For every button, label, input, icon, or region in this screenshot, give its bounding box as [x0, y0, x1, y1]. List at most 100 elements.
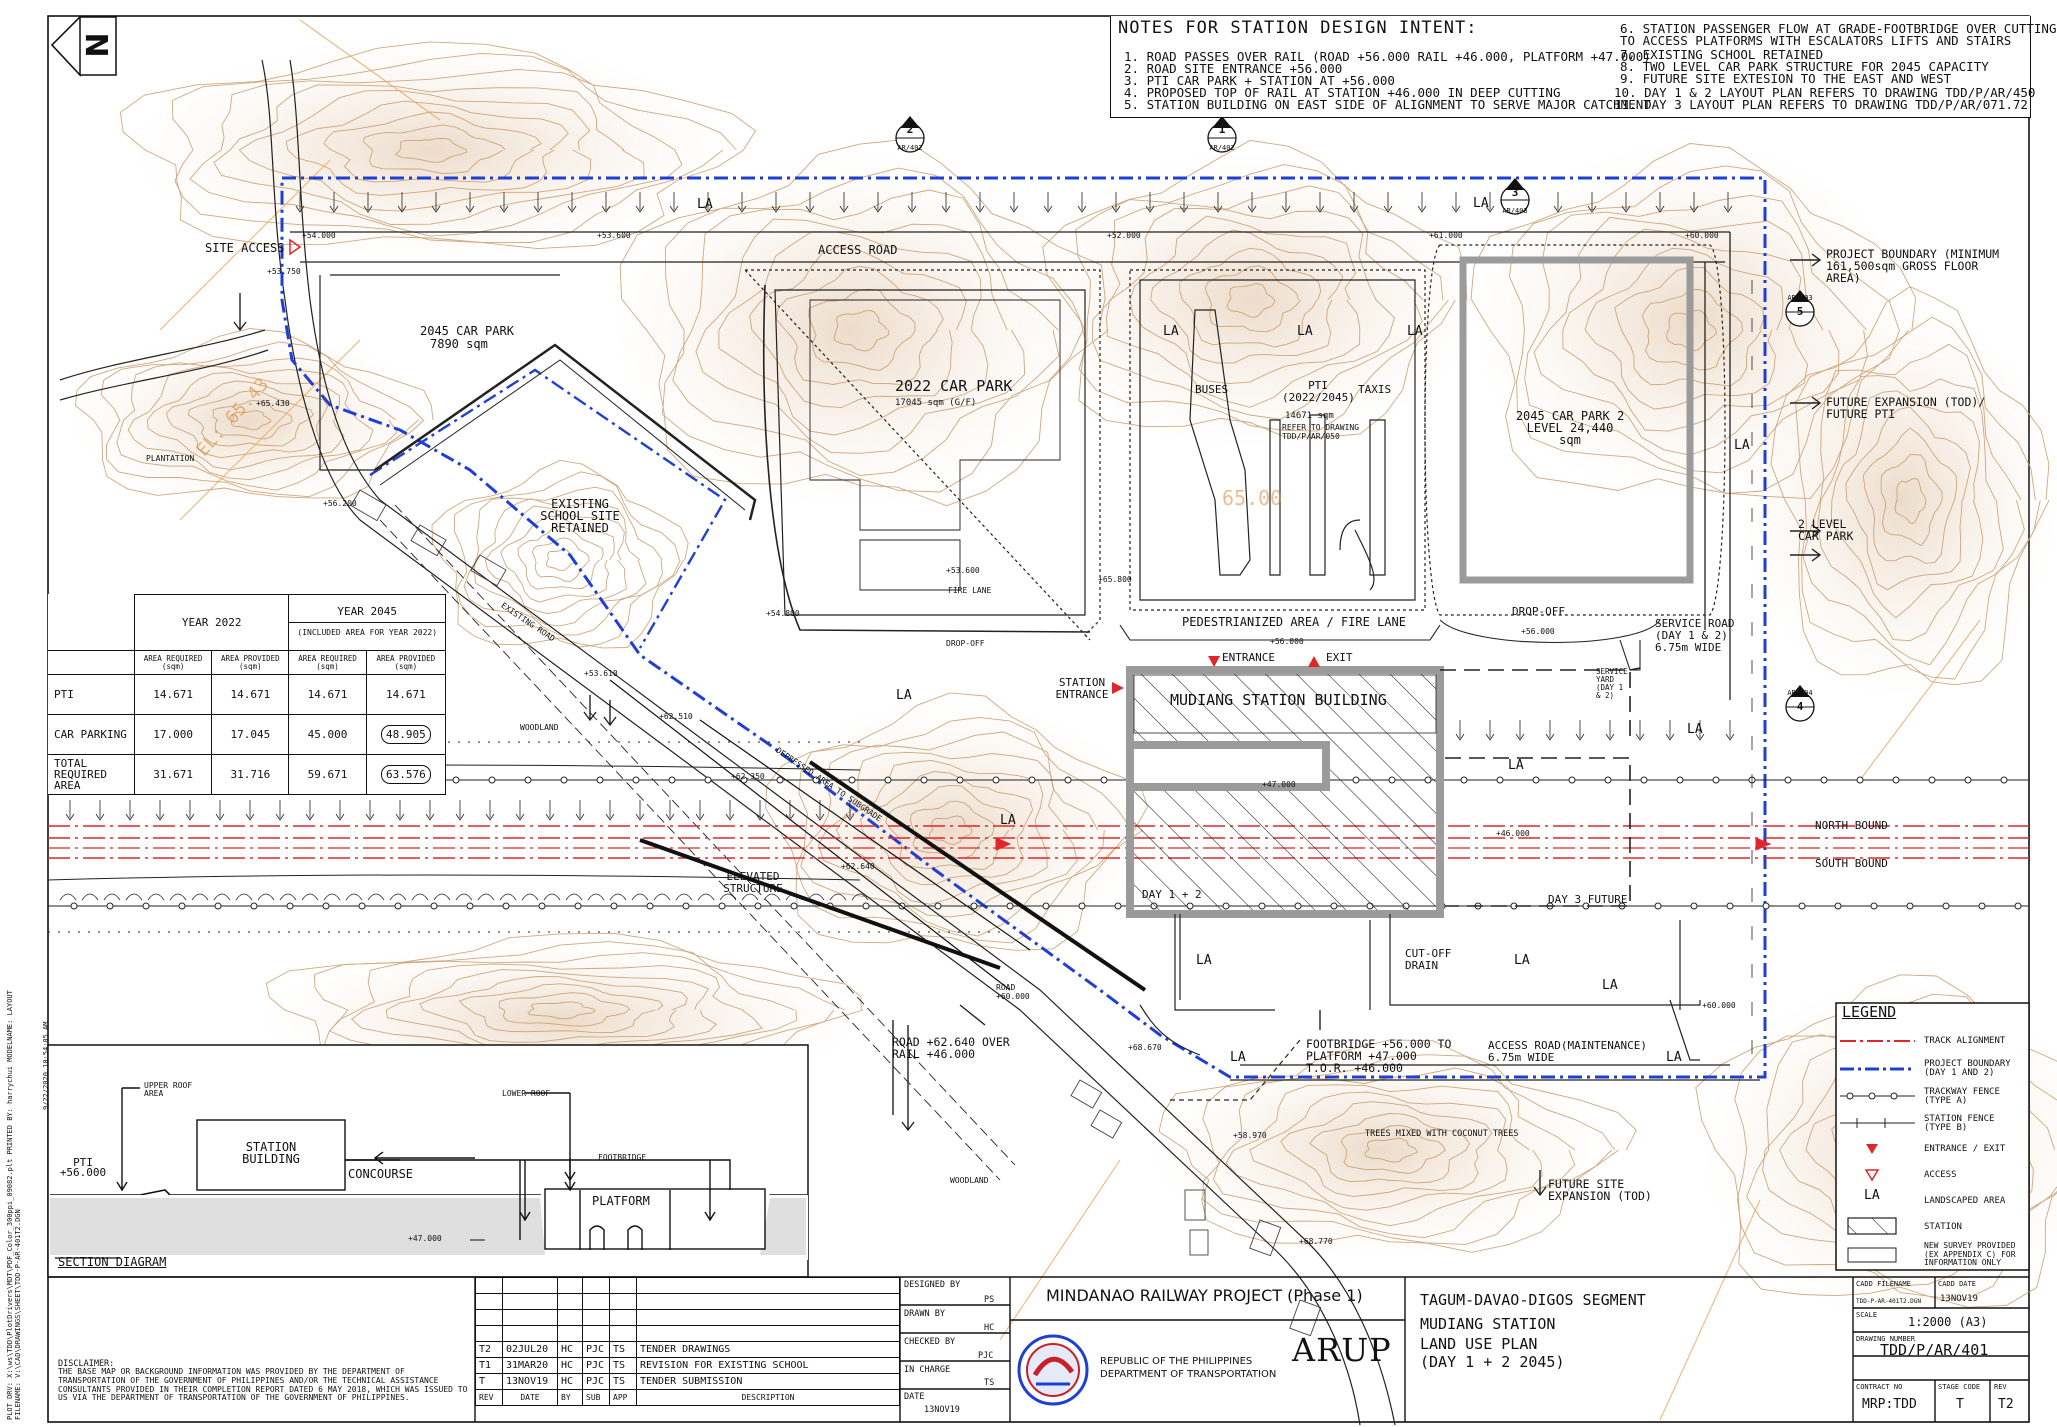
section-callouts [895, 116, 1815, 722]
spot-level: +56.000 [1270, 637, 1304, 646]
la-label: LA [1734, 438, 1750, 453]
rev-cell: T1 [475, 1357, 503, 1374]
note-item: 6. STATION PASSENGER FLOW AT GRADE-FOOTB… [1620, 21, 2057, 36]
access-road-label: ACCESS ROAD [818, 243, 898, 257]
table-row: CAR PARKING 17.000 17.045 45.000 48.905 [48, 714, 447, 755]
existing-school-label: EXISTING SCHOOL SITE RETAINED [540, 497, 620, 535]
buses-label: BUSES [1195, 383, 1229, 396]
day3-footprint [1440, 667, 1641, 907]
legend-item-label: PROJECT BOUNDARY (DAY 1 AND 2) [1924, 1059, 2011, 1078]
table-row [475, 1293, 900, 1310]
la-label: LA [1473, 196, 1489, 211]
track-alignment [48, 825, 2029, 859]
la-label: LA [1297, 324, 1313, 339]
entrance-label: ENTRANCE [1222, 651, 1275, 664]
by-cell: HC [557, 1373, 583, 1390]
note-item: 10. DAY 1 & 2 LAYOUT PLAN REFERS TO DRAW… [1614, 85, 2036, 100]
by-cell: HC [557, 1341, 583, 1358]
la-label: LA [1196, 953, 1212, 968]
scale-label: SCALE [1856, 1311, 1878, 1319]
entrance-markers [1112, 656, 1320, 694]
plan-name: LAND USE PLAN [1420, 1335, 1538, 1353]
stage-code-label: STAGE CODE [1938, 1383, 1981, 1391]
car-park-2045-west [319, 274, 757, 521]
app-cell: TS [609, 1341, 637, 1358]
legend-title: LEGEND [1842, 1003, 1897, 1021]
cell-value: 45.000 [288, 714, 367, 755]
revision-cloud-value: 48.905 [380, 725, 431, 744]
in-charge-label: IN CHARGE [904, 1365, 951, 1375]
pti-ref: REFER TO DRAWING TDD/P/AR/050 [1282, 423, 1360, 441]
project-boundary [280, 176, 1767, 1079]
desc-cell: TENDER DRAWINGS [636, 1341, 900, 1358]
app-cell: TS [609, 1357, 637, 1374]
la-label: LA [1687, 722, 1703, 737]
section-diagram-graphic [47, 1044, 809, 1278]
callout-ref: AR/402 [1209, 144, 1235, 152]
pedestrianized-label: PEDESTRIANIZED AREA / FIRE LANE [1182, 615, 1406, 629]
legend-item-label: ACCESS [1924, 1170, 1957, 1180]
landscape-symbols [59, 192, 1753, 1054]
exit-label: EXIT [1326, 651, 1353, 664]
rev-header: APP [609, 1389, 637, 1406]
car-park-2022-label: 2022 CAR PARK [895, 377, 1013, 395]
republic-label: REPUBLIC OF THE PHILIPPINES [1100, 1356, 1253, 1367]
desc-cell: REVISION FOR EXISTING SCHOOL [636, 1357, 900, 1374]
car-park-2045-west-label: 2045 CAR PARK [420, 324, 514, 338]
access-road-maint-label: ACCESS ROAD(MAINTENANCE) 6.75m WIDE [1488, 1039, 1647, 1064]
la-label: LA [697, 197, 713, 212]
disclaimer-title: DISCLAIMER: [58, 1359, 115, 1369]
note-item: 8. TWO LEVEL CAR PARK STRUCTURE FOR 2045… [1620, 59, 1989, 74]
callout-ref: AR/404 [1787, 689, 1813, 697]
car-park-2022-area: 17045 sqm (G/F) [895, 398, 977, 408]
disclaimer-text: THE BASE MAP OR BACKGROUND INFORMATION W… [58, 1367, 468, 1403]
day3-label: DAY 3 FUTURE [1548, 893, 1628, 906]
col-area-provided: AREA PROVIDED (sqm) [211, 650, 290, 675]
contract-no-value: MRP:TDD [1862, 1397, 1917, 1412]
drop-off-small-label: DROP-OFF [946, 639, 985, 648]
drop-off-area [1119, 619, 1661, 671]
two-level-car-park-label: 2 LEVEL CAR PARK [1798, 517, 1854, 543]
cell-value: 17.045 [211, 714, 290, 755]
note-item: 5. STATION BUILDING ON EAST SIDE OF ALIG… [1124, 97, 1651, 112]
station-building-label: MUDIANG STATION BUILDING [1170, 691, 1387, 709]
cadd-date-value: 13NOV19 [1940, 1294, 1978, 1304]
drop-off-label: DROP-OFF [1512, 605, 1565, 618]
fire-lane-label: FIRE LANE [948, 586, 992, 595]
row-label: TOTAL REQUIRED AREA [48, 754, 135, 795]
revision-table: T2 02JUL20 HC PJC TS TENDER DRAWINGS T1 … [475, 1277, 900, 1406]
car-park-2045-west-area: 7890 sqm [430, 337, 488, 351]
arup-logo: ARUP [1292, 1331, 1392, 1369]
section-lower-roof: LOWER ROOF [502, 1089, 551, 1098]
section-upper-roof: UPPER ROOF AREA [144, 1081, 193, 1098]
notes-panel [1110, 16, 2031, 118]
legend-item-label: LANDSCAPED AREA [1924, 1196, 2006, 1206]
station-building [1126, 666, 1444, 918]
section-platform: PLATFORM [592, 1194, 650, 1208]
plot-info: PLOT DRV: X:\ws\TDD\PlotDrivers\MDT\PDF_… [6, 990, 22, 1420]
notes-title: NOTES FOR STATION DESIGN INTENT: [1118, 18, 1478, 38]
legend-item-label: STATION [1924, 1222, 1962, 1232]
direction-arrows [233, 253, 1822, 1197]
la-label: LA [896, 688, 912, 703]
note-item: 7. EXISTING SCHOOL RETAINED [1620, 47, 1824, 62]
la-label: LA [1514, 953, 1530, 968]
rev-header: REV [475, 1389, 503, 1406]
spot-level: +68.770 [1299, 1237, 1333, 1246]
date-cell: 02JUL20 [502, 1341, 558, 1358]
callout-number: 3 [1511, 186, 1519, 199]
col-area-required: AREA REQUIRED (sqm) [133, 650, 213, 675]
note-item: 4. PROPOSED TOP OF RAIL AT STATION +46.0… [1124, 85, 1561, 100]
note-item: 11. DAY 3 LAYOUT PLAN REFERS TO DRAWING … [1614, 97, 2028, 112]
plan-subtitle: (DAY 1 + 2 2045) [1420, 1353, 1565, 1371]
rev-value: T2 [1998, 1397, 2014, 1412]
sub-cell: PJC [582, 1373, 610, 1390]
station-title: MUDIANG STATION [1420, 1315, 1556, 1333]
section-station-building: STATION BUILDING [242, 1140, 300, 1166]
table-row: REV DATE BY SUB APP DESCRIPTION [475, 1389, 900, 1406]
spot-level: +60.000 [1702, 1001, 1736, 1010]
table-row: T 13NOV19 HC PJC TS TENDER SUBMISSION [475, 1373, 900, 1390]
station-entrance-label: STATION ENTRANCE [1055, 676, 1109, 701]
spot-level: +52.000 [1107, 231, 1141, 240]
